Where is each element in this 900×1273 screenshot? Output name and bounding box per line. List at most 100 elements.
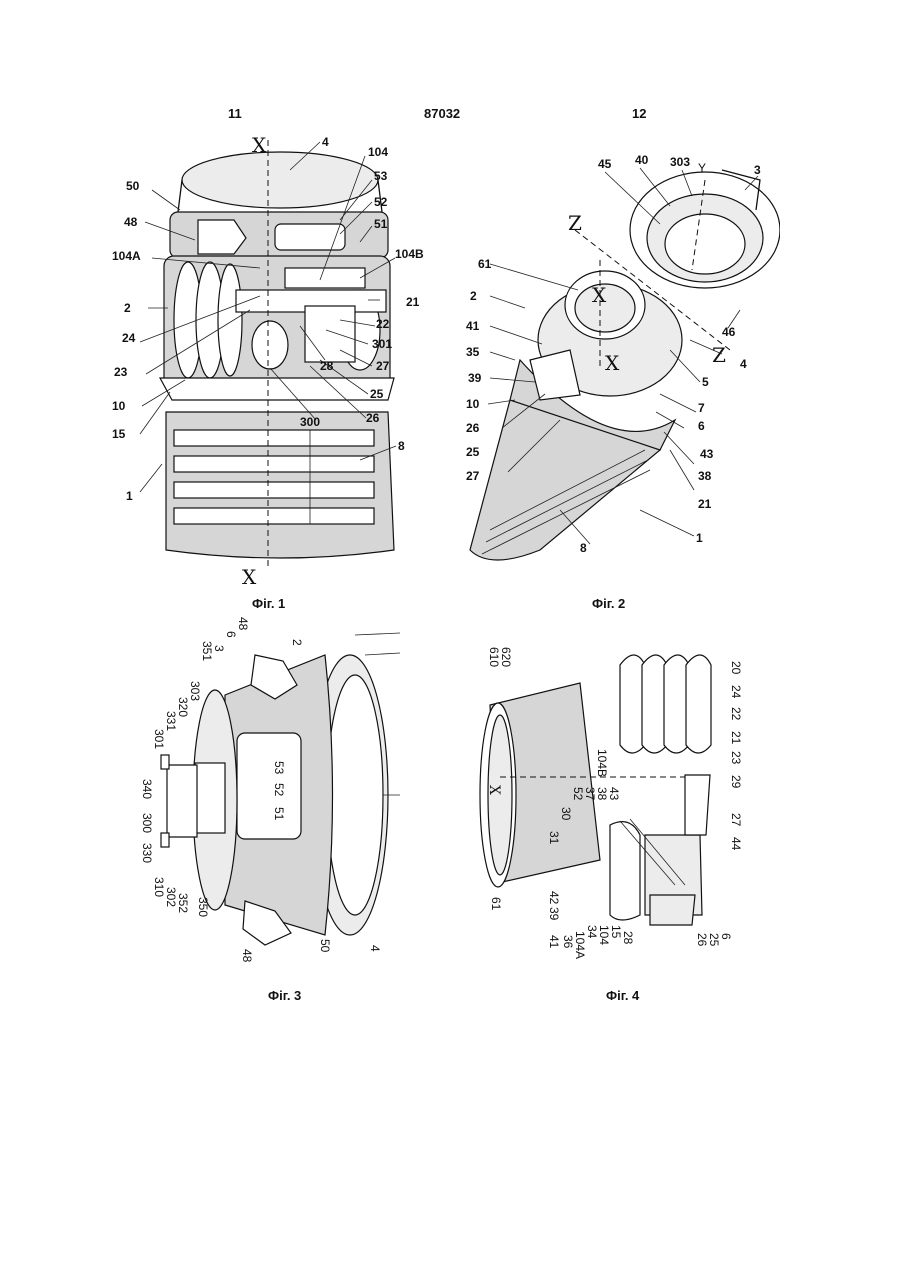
- figure-2-drawing: X X Z Z Y 45 40 303 3 6 1 2 46 41 4: [460, 150, 780, 590]
- ref-label: 25: [466, 445, 480, 459]
- page-number-right: 12: [632, 106, 646, 121]
- figure-1: X X 4 104 50 53 52 48 51 104A: [110, 130, 435, 590]
- ref-label: 340: [140, 779, 154, 799]
- ref-label: 104B: [395, 247, 424, 261]
- figure-4-drawing: X 610 620 20 24 22 21 23 29 27 44 104B 4…: [470, 635, 760, 980]
- ref-label: 104: [368, 145, 388, 159]
- axis-label: X: [252, 133, 267, 157]
- ref-label: 1: [696, 531, 703, 545]
- ref-label: 28: [621, 931, 635, 945]
- ref-label: 48: [236, 617, 250, 631]
- axis-label: X: [486, 785, 502, 795]
- ref-label: 36: [561, 935, 575, 949]
- ref-label: 50: [126, 179, 140, 193]
- axis-label: Z: [568, 211, 582, 235]
- ref-label: 46: [722, 325, 736, 339]
- ref-label: 44: [729, 837, 743, 851]
- ref-label: 48: [240, 949, 254, 963]
- ref-label: 53: [272, 761, 286, 775]
- ref-label: 350: [196, 897, 210, 917]
- ref-label: 3: [754, 163, 761, 177]
- ref-label: 42: [547, 891, 561, 905]
- ref-label: 620: [499, 647, 513, 667]
- ref-label: 104A: [112, 249, 141, 263]
- ref-label: 23: [729, 751, 743, 765]
- ref-label: 8: [398, 439, 405, 453]
- axis-label: Y: [698, 161, 706, 175]
- ref-label: 310: [152, 877, 166, 897]
- ref-label: 34: [585, 925, 599, 939]
- ref-label: 39: [468, 371, 482, 385]
- ref-label: 52: [272, 783, 286, 797]
- figure-3: 2 48 6 3 351 303 320 331 301 340 300 330…: [125, 615, 405, 975]
- ref-label: 25: [707, 933, 721, 947]
- ref-label: 27: [729, 813, 743, 827]
- ref-label: 21: [406, 295, 420, 309]
- ref-label: 27: [466, 469, 480, 483]
- ref-label: 22: [376, 317, 390, 331]
- figure-4: X 610 620 20 24 22 21 23 29 27 44 104B 4…: [470, 635, 760, 980]
- figure-3-drawing: 2 48 6 3 351 303 320 331 301 340 300 330…: [125, 615, 405, 975]
- ref-label: 20: [729, 661, 743, 675]
- ref-label: 351: [200, 641, 214, 661]
- ref-label: 15: [112, 427, 126, 441]
- ref-label: 52: [571, 787, 585, 801]
- figure-4-caption: Фіг. 4: [606, 988, 639, 1003]
- ref-label: 39: [547, 907, 561, 921]
- ref-label: 4: [368, 945, 382, 952]
- ref-label: 43: [700, 447, 714, 461]
- ref-label: 5: [702, 375, 709, 389]
- ref-label: 26: [695, 933, 709, 947]
- axis-label: X: [242, 565, 257, 589]
- axis-label: X: [605, 351, 620, 375]
- ref-label: 25: [370, 387, 384, 401]
- ref-label: 38: [698, 469, 712, 483]
- ref-label: 2: [290, 639, 304, 646]
- ref-label: 50: [318, 939, 332, 953]
- ref-label: 22: [729, 707, 743, 721]
- ref-label: 6: [698, 419, 705, 433]
- patent-number: 87032: [424, 106, 460, 121]
- ref-label: 2: [124, 301, 131, 315]
- ref-label: 29: [729, 775, 743, 789]
- ref-label: 45: [598, 157, 612, 171]
- figure-3-caption: Фіг. 3: [268, 988, 301, 1003]
- ref-label: 6: [719, 933, 733, 940]
- figure-2: X X Z Z Y 45 40 303 3 6 1 2 46 41 4: [460, 150, 780, 590]
- ref-label: 52: [374, 195, 388, 209]
- ref-label: 104B: [595, 749, 609, 777]
- ref-label: 104A: [573, 931, 587, 959]
- ref-label: 24: [122, 331, 136, 345]
- ref-label: 23: [114, 365, 128, 379]
- ref-label: 610: [487, 647, 501, 667]
- ref-label: 10: [466, 397, 480, 411]
- ref-label: 15: [609, 925, 623, 939]
- ref-label: 28: [320, 359, 334, 373]
- figure-2-caption: Фіг. 2: [592, 596, 625, 611]
- ref-label: 21: [698, 497, 712, 511]
- figure-1-caption: Фіг. 1: [252, 596, 285, 611]
- ref-label: 300: [300, 415, 320, 429]
- ref-label: 301: [372, 337, 392, 351]
- ref-label: 26: [466, 421, 480, 435]
- ref-label: 30: [559, 807, 573, 821]
- ref-label: 300: [140, 813, 154, 833]
- ref-label: 2: [470, 289, 477, 303]
- ref-label: 35: [466, 345, 480, 359]
- ref-label: 26: [366, 411, 380, 425]
- ref-label: 4: [740, 357, 747, 371]
- ref-label: 330: [140, 843, 154, 863]
- ref-label: 24: [729, 685, 743, 699]
- ref-label: 41: [466, 319, 480, 333]
- ref-label: 10: [112, 399, 126, 413]
- ref-label: 40: [635, 153, 649, 167]
- axis-label: Z: [712, 343, 726, 367]
- ref-label: 4: [322, 135, 329, 149]
- ref-label: 8: [580, 541, 587, 555]
- axis-label: X: [592, 283, 607, 307]
- figure-1-drawing: X X 4 104 50 53 52 48 51 104A: [110, 130, 435, 590]
- ref-label: 41: [547, 935, 561, 949]
- ref-label: 48: [124, 215, 138, 229]
- ref-label: 303: [670, 155, 690, 169]
- ref-label: 61: [489, 897, 503, 911]
